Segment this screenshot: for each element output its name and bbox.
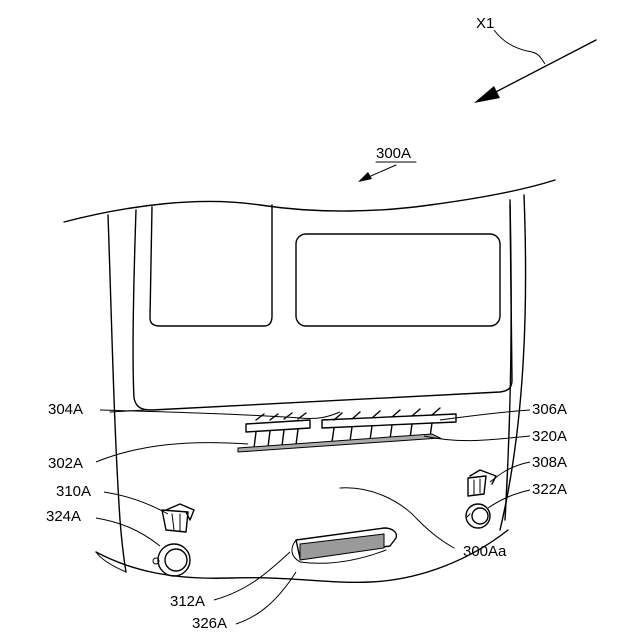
left-knob-inner: [165, 549, 187, 571]
label-top-left-vent: 304A: [48, 401, 83, 418]
window-frame-outer: [133, 205, 512, 410]
top-cut-line: [64, 180, 555, 222]
label-vent-base: 302A: [48, 455, 83, 472]
leader-top-right-vent: [440, 410, 530, 420]
direction-label: X1: [476, 15, 494, 32]
label-right-knob: 322A: [532, 481, 567, 498]
body-outline: [64, 180, 555, 582]
label-left-bracket: 310A: [56, 483, 91, 500]
leader-vent-fin: [424, 436, 530, 441]
right-vent-top-bar: [322, 414, 456, 428]
leader-left-bracket: [104, 492, 168, 514]
body-callout: 300A: [358, 145, 416, 182]
label-top-right-vent: 306A: [532, 401, 567, 418]
leader-handle: [214, 552, 290, 600]
vent-assembly: [238, 408, 456, 452]
right-fixture: [466, 470, 496, 528]
window-right-pane: [296, 234, 500, 326]
arrow-head-icon: [358, 172, 372, 182]
leader-left-knob: [96, 518, 160, 546]
right-bracket-body: [468, 476, 486, 496]
leader-right-knob: [488, 490, 530, 508]
label-handle-base: 326A: [192, 615, 227, 632]
label-left-knob: 324A: [46, 508, 81, 525]
window-left-pane: [150, 205, 272, 326]
direction-arrow-shaft: [488, 40, 596, 96]
leader-handle-base: [236, 572, 296, 624]
window-panel: [110, 205, 512, 412]
direction-indicator: X1: [474, 15, 596, 103]
body-label: 300A: [376, 145, 411, 162]
leader-vent-base: [96, 443, 248, 462]
right-knob-inner: [472, 508, 488, 524]
arrow-head-icon: [474, 86, 500, 103]
left-fixture: [153, 504, 194, 576]
label-vent-fin: 320A: [532, 428, 567, 445]
right-outer-edge: [500, 195, 526, 530]
direction-leader: [494, 30, 545, 64]
label-panel-edge: 300Aa: [463, 543, 507, 560]
left-side-edge: [108, 215, 126, 572]
handle-assembly: [292, 528, 396, 563]
left-bracket-ribs: [172, 514, 180, 531]
right-bracket-ribs: [474, 479, 480, 494]
callouts: 304A 306A 302A 320A 310A 324A 308A 322A …: [46, 401, 567, 632]
left-vent-top-bar: [246, 420, 310, 432]
label-handle: 312A: [170, 593, 205, 610]
label-right-bracket: 308A: [532, 454, 567, 471]
